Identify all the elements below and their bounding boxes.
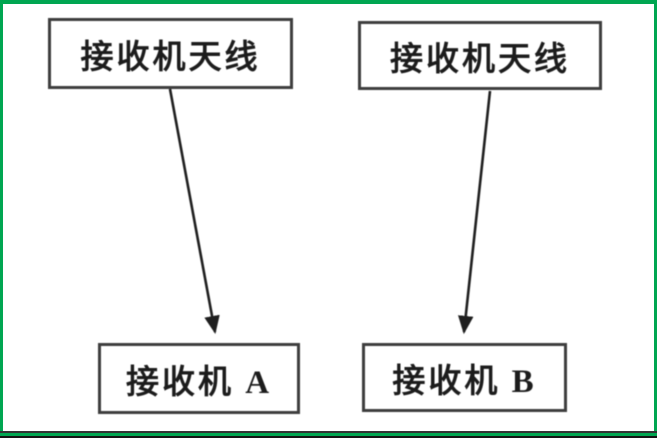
node-receiver-antenna-left: 接收机天线 bbox=[48, 18, 293, 89]
node-receiver-b: 接收机 B bbox=[362, 343, 567, 412]
node-label: 接收机天线 bbox=[80, 39, 261, 76]
node-label: 接收机天线 bbox=[390, 41, 570, 78]
arrow-antenna-right-to-receiver-b bbox=[457, 90, 492, 335]
green-frame-left bbox=[0, 0, 3, 438]
green-frame-bottom bbox=[0, 431, 657, 438]
node-receiver-a: 接收机 A bbox=[98, 343, 300, 414]
node-receiver-antenna-right: 接收机天线 bbox=[358, 21, 602, 90]
green-frame-right bbox=[654, 0, 657, 438]
arrow-antenna-left-to-receiver-a bbox=[168, 88, 220, 335]
green-frame-top bbox=[0, 0, 657, 4]
node-label: 接收机 B bbox=[392, 363, 537, 400]
node-label: 接收机 A bbox=[125, 364, 273, 401]
